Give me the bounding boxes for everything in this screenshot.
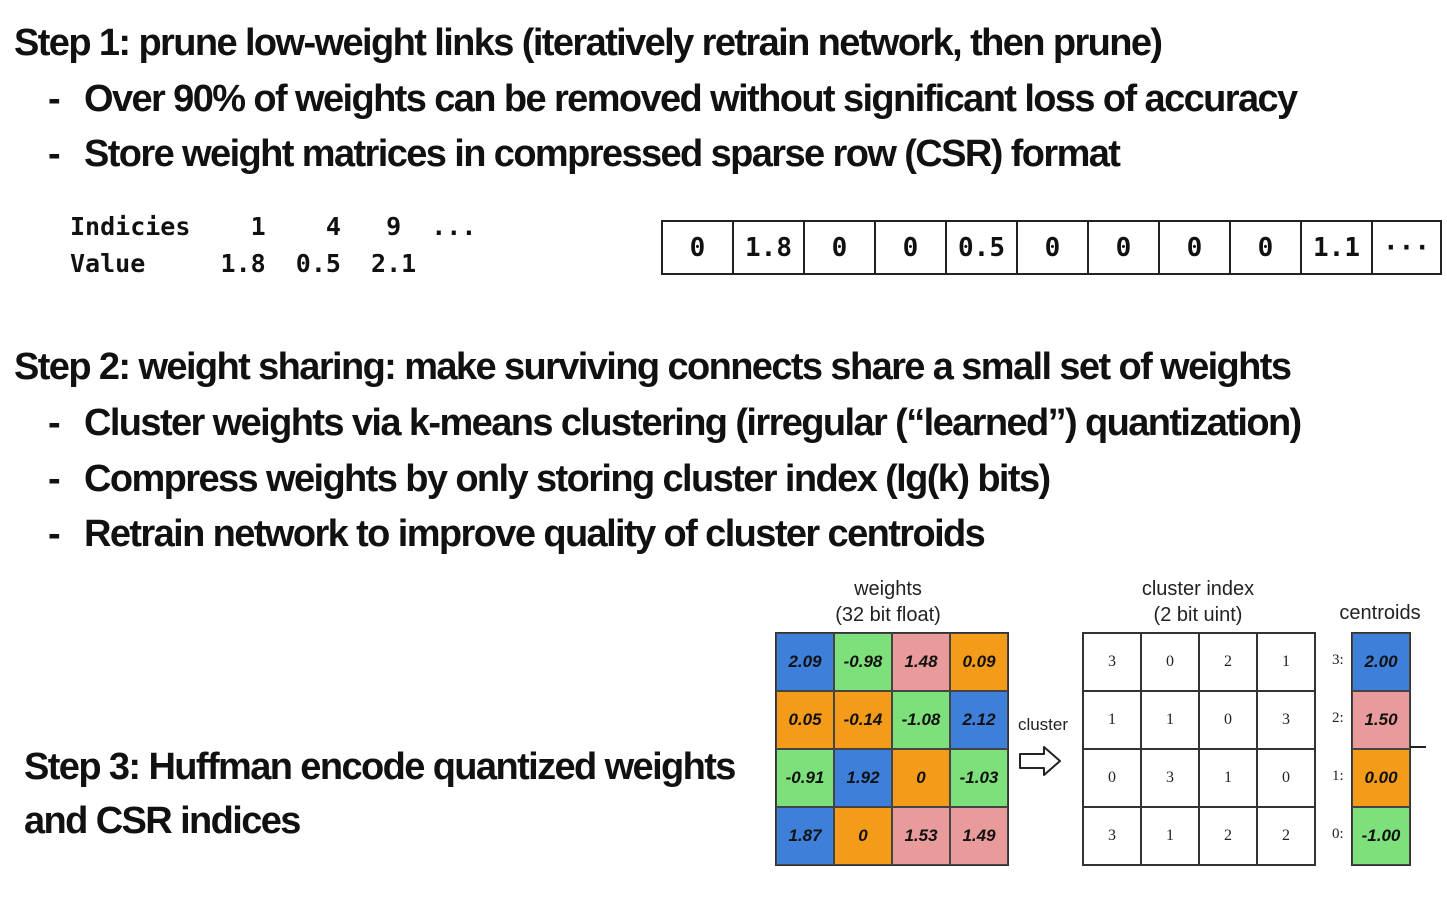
- step1-heading: Step 1: prune low-weight links (iterativ…: [14, 22, 1163, 64]
- cluster-index-cell: 0: [1257, 749, 1315, 807]
- weight-cell: -1.03: [950, 749, 1008, 807]
- step3-line-2: and CSR indices: [24, 800, 301, 842]
- step3-heading: Step 3: Huffman encode quantized weights…: [24, 740, 736, 848]
- weight-cell: 1.92: [834, 749, 892, 807]
- step2-bullet-1-text: Cluster weights via k-means clustering (…: [84, 402, 1302, 444]
- dense-cell: 0: [1089, 222, 1160, 273]
- dense-cell: 0.5: [947, 222, 1018, 273]
- cluster-index-cell: 0: [1141, 633, 1199, 691]
- weights-caption-line-2: (32 bit float): [835, 604, 941, 626]
- step1-bullet-1: -Over 90% of weights can be removed with…: [48, 78, 1298, 120]
- step2-bullet-1: -Cluster weights via k-means clustering …: [48, 402, 1302, 444]
- step2-bullet-3-text: Retrain network to improve quality of cl…: [84, 513, 986, 555]
- cluster-index-cell: 3: [1257, 691, 1315, 749]
- cluster-index-cell: 3: [1083, 807, 1141, 865]
- weights-caption: weights (32 bit float): [800, 576, 976, 628]
- cluster-index-cell: 1: [1083, 691, 1141, 749]
- csr-indices-row: Indicies 1 4 9 ...: [70, 212, 477, 241]
- cluster-index-caption-line-2: (2 bit uint): [1153, 604, 1243, 626]
- cluster-index-cell: 2: [1199, 633, 1257, 691]
- weight-cell: 1.87: [776, 807, 834, 865]
- cluster-index-cell: 1: [1199, 749, 1257, 807]
- step1-bullet-2: -Store weight matrices in compressed spa…: [48, 133, 1121, 175]
- weight-cell: -0.14: [834, 691, 892, 749]
- step2-bullet-3: -Retrain network to improve quality of c…: [48, 513, 986, 555]
- dense-cell: ···: [1383, 232, 1430, 263]
- centroid-cell: 1.50: [1352, 691, 1410, 749]
- dense-cell: 0: [1018, 222, 1089, 273]
- cluster-index-cell: 2: [1257, 807, 1315, 865]
- step2-heading: Step 2: weight sharing: make surviving c…: [14, 346, 1292, 388]
- centroid-cell: -1.00: [1352, 807, 1410, 865]
- centroid-label: 1:: [1332, 768, 1344, 784]
- cluster-index-cell: 0: [1083, 749, 1141, 807]
- right-arrow-icon: [1019, 746, 1061, 776]
- weight-cell: -0.91: [776, 749, 834, 807]
- csr-values-row: Value 1.8 0.5 2.1: [70, 249, 417, 278]
- step1-bullet-2-text: Store weight matrices in compressed spar…: [84, 133, 1121, 175]
- cluster-index-cell: 3: [1083, 633, 1141, 691]
- cluster-arrow-label: cluster: [1017, 715, 1069, 734]
- dense-cell: 0: [1160, 222, 1231, 273]
- centroid-cell: 0.00: [1352, 749, 1410, 807]
- step2-bullet-2: -Compress weights by only storing cluste…: [48, 458, 1051, 500]
- cluster-index-cell: 1: [1257, 633, 1315, 691]
- cluster-index-cell: 0: [1199, 691, 1257, 749]
- cluster-index-cell: 2: [1199, 807, 1257, 865]
- weight-cell: 1.53: [892, 807, 950, 865]
- step1-bullet-1-text: Over 90% of weights can be removed witho…: [84, 78, 1298, 120]
- step2-bullet-2-text: Compress weights by only storing cluster…: [84, 458, 1051, 500]
- weight-cell: 1.48: [892, 633, 950, 691]
- cluster-index-caption-line-1: cluster index: [1141, 578, 1255, 600]
- dense-cell: 0: [805, 222, 876, 273]
- weights-caption-line-1: weights: [854, 578, 922, 600]
- weight-cell: 1.49: [950, 807, 1008, 865]
- centroid-label: 3:: [1332, 652, 1344, 668]
- cluster-index-cell: 1: [1141, 691, 1199, 749]
- weight-cell: -1.08: [892, 691, 950, 749]
- centroid-label: 2:: [1332, 710, 1344, 726]
- weight-cell: 2.09: [776, 633, 834, 691]
- cluster-index-caption: cluster index (2 bit uint): [1110, 576, 1286, 628]
- centroid-label: 0:: [1332, 826, 1344, 842]
- divider-tick: [1410, 746, 1426, 748]
- weight-cell: 0.05: [776, 691, 834, 749]
- cluster-index-cell: 1: [1141, 807, 1199, 865]
- dense-cell: 0: [663, 222, 734, 273]
- weight-cell: 2.12: [950, 691, 1008, 749]
- weight-cell: 0: [834, 807, 892, 865]
- weight-cell: -0.98: [834, 633, 892, 691]
- weight-cell: 0.09: [950, 633, 1008, 691]
- cluster-index-cell: 3: [1141, 749, 1199, 807]
- dense-cell: 0: [876, 222, 947, 273]
- dense-cell: 1.1: [1302, 222, 1373, 273]
- centroid-cell: 2.00: [1352, 633, 1410, 691]
- dense-cell: 0: [1231, 222, 1302, 273]
- step3-line-1: Step 3: Huffman encode quantized weights: [24, 746, 736, 788]
- centroids-caption: centroids: [1339, 602, 1421, 624]
- dense-cell: 1.8: [734, 222, 805, 273]
- weight-cell: 0: [892, 749, 950, 807]
